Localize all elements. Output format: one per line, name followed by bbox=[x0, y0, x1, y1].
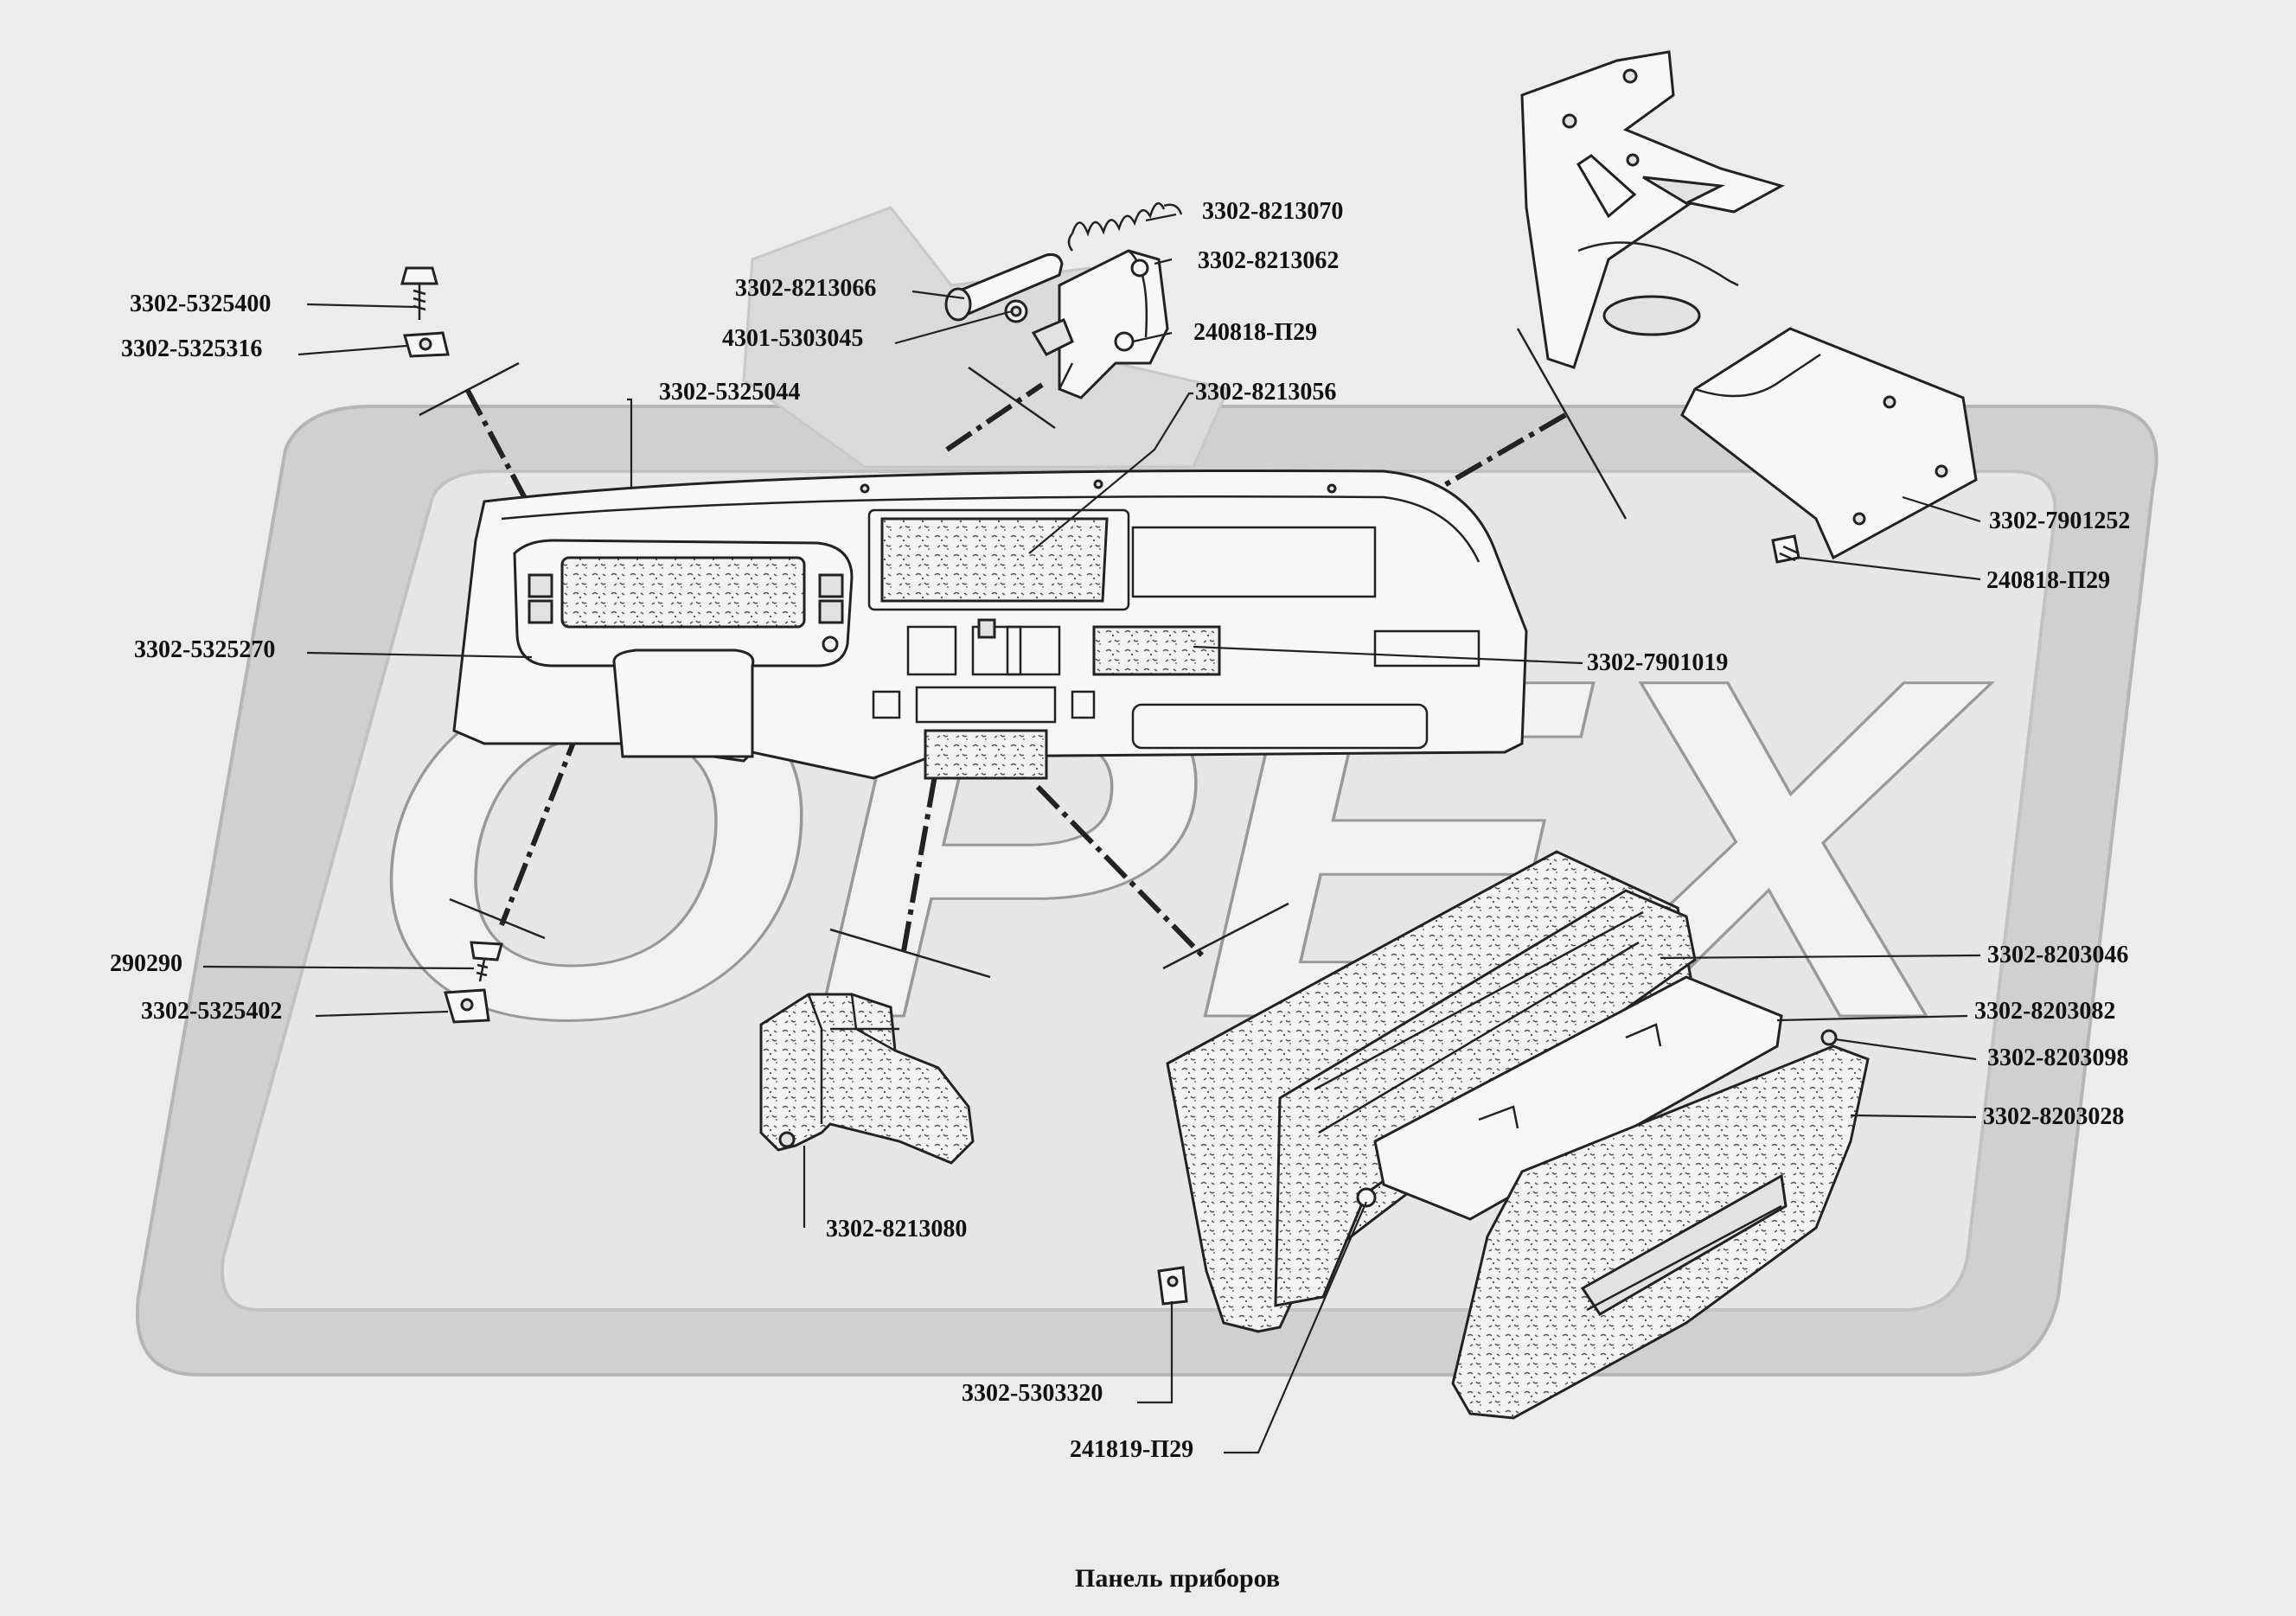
label-3302-5325044: 3302-5325044 bbox=[659, 379, 800, 406]
part-labels: 3302-5325400 3302-5325316 3302-5325044 3… bbox=[110, 198, 2130, 1463]
label-3302-5303320: 3302-5303320 bbox=[962, 1380, 1103, 1407]
label-3302-8203028: 3302-8203028 bbox=[1983, 1103, 2124, 1130]
label-3302-8213080: 3302-8213080 bbox=[826, 1216, 967, 1242]
label-3302-8203098: 3302-8203098 bbox=[1987, 1044, 2128, 1071]
left-fasteners bbox=[400, 266, 1188, 1306]
label-241819-p29: 241819-П29 bbox=[1070, 1436, 1193, 1463]
label-3302-8213066: 3302-8213066 bbox=[735, 275, 876, 302]
label-3302-7901252: 3302-7901252 bbox=[1989, 508, 2130, 534]
label-3302-5325402: 3302-5325402 bbox=[141, 998, 282, 1025]
latch-assembly bbox=[944, 201, 1183, 399]
label-3302-5325316: 3302-5325316 bbox=[121, 335, 262, 362]
label-3302-8203082: 3302-8203082 bbox=[1974, 998, 2115, 1025]
label-4301-5303045: 4301-5303045 bbox=[722, 325, 863, 352]
label-3302-8213062: 3302-8213062 bbox=[1198, 247, 1339, 274]
label-3302-5325400: 3302-5325400 bbox=[130, 291, 271, 317]
instrument-panel-body bbox=[452, 469, 1528, 780]
label-3302-7901019: 3302-7901019 bbox=[1587, 649, 1728, 676]
label-240818-p29-top: 240818-П29 bbox=[1193, 319, 1317, 346]
diagram-caption: Панель приборов bbox=[1075, 1564, 1280, 1593]
label-240818-p29-right: 240818-П29 bbox=[1986, 567, 2110, 594]
leader-lines bbox=[202, 213, 1981, 1454]
label-3302-5325270: 3302-5325270 bbox=[134, 636, 275, 663]
label-3302-8213056: 3302-8213056 bbox=[1195, 379, 1336, 406]
right-brackets bbox=[1520, 50, 1978, 564]
glove-box-assembly bbox=[1166, 850, 1870, 1420]
label-290290: 290290 bbox=[110, 950, 182, 977]
label-3302-8203046: 3302-8203046 bbox=[1987, 942, 2128, 968]
label-3302-8213070: 3302-8213070 bbox=[1202, 198, 1343, 225]
watermark-gear bbox=[742, 206, 1231, 469]
air-duct-part bbox=[759, 993, 975, 1165]
